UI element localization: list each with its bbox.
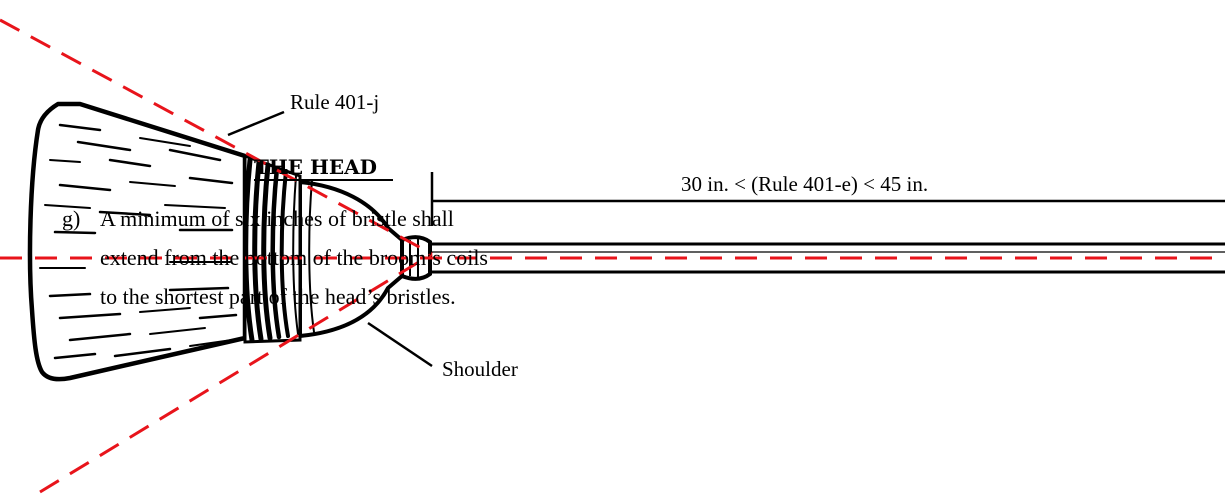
rule-g-line-1: A minimum of six inches of bristle shall <box>100 206 454 231</box>
head-section-title: THE HEAD <box>254 155 377 179</box>
broom-head <box>27 101 432 382</box>
rule-g-letter: g) <box>62 206 80 231</box>
rule-g-line-3: to the shortest part of the head’s brist… <box>100 284 456 309</box>
rule-g-line-2: extend from the bottom of the broom’s co… <box>100 245 488 270</box>
broom-handle <box>425 242 1225 274</box>
bristle-texture <box>39 123 238 360</box>
handle-length-dimension <box>430 172 1225 226</box>
shoulder-leader <box>367 321 433 368</box>
guide-lines <box>0 18 1225 494</box>
upper-angle-guide <box>0 18 433 256</box>
rule-401j-leader <box>227 110 285 137</box>
bristle-fan <box>27 101 248 382</box>
leader-lines <box>227 110 433 368</box>
lower-angle-guide <box>39 252 433 494</box>
handle-length-label: 30 in. < (Rule 401-e) < 45 in. <box>681 172 928 196</box>
shoulder-label: Shoulder <box>442 357 518 381</box>
rule-401j-label: Rule 401-j <box>290 90 379 114</box>
